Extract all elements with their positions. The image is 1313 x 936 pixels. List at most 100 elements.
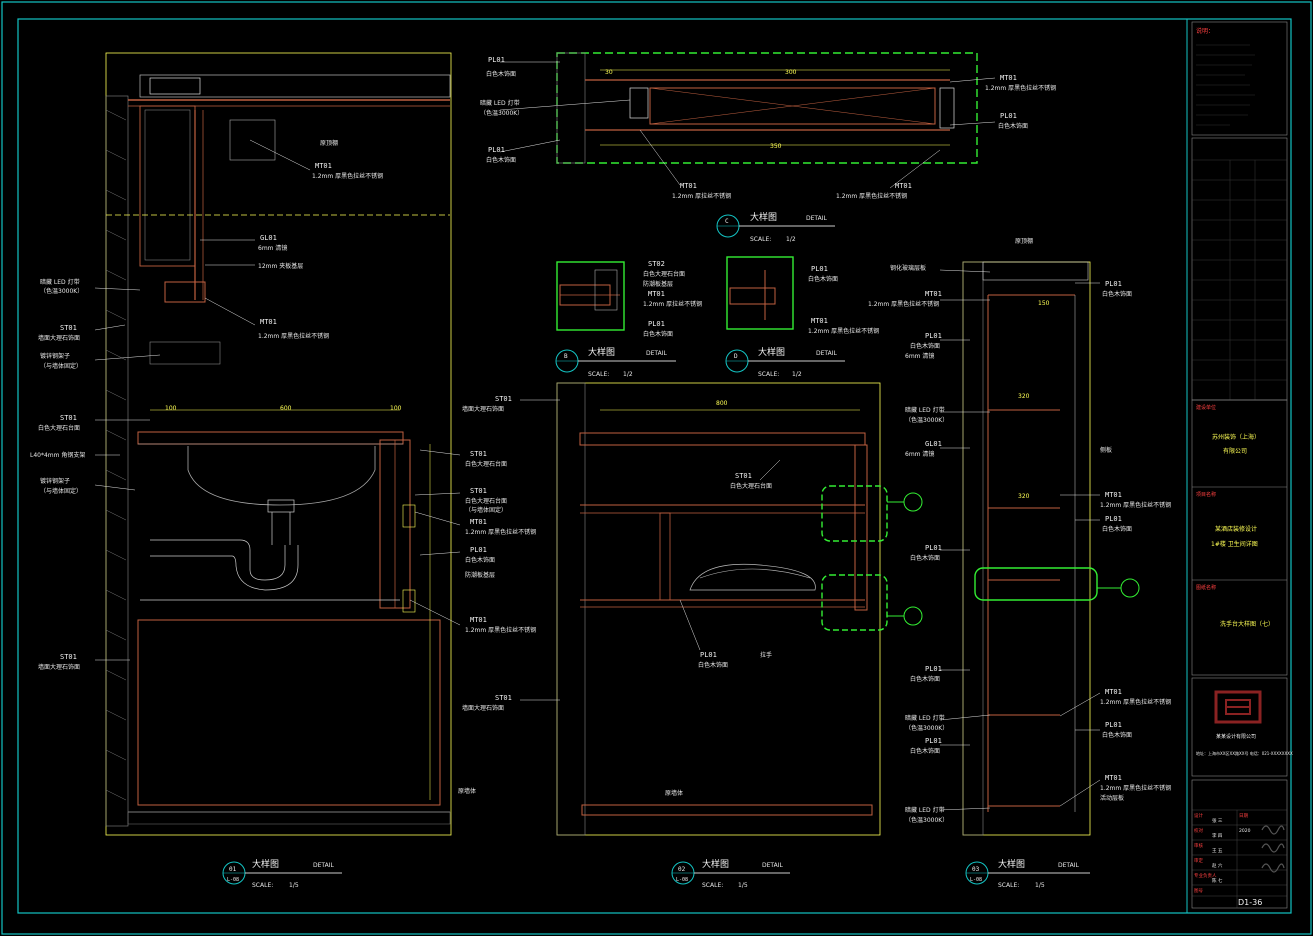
note-mt-h: 1.2mm 厚黑色拉丝不锈钢 [1100, 698, 1171, 706]
tb-drawing-title: 洗手台大样图（七） [1220, 620, 1274, 628]
note-mt-d1: 1.2mm 厚拉丝不锈钢 [643, 300, 702, 308]
signature-stamps [1261, 825, 1285, 873]
note-stone-top: 白色大理石台面 [38, 424, 80, 432]
detail-02-title-en: DETAIL [762, 862, 783, 869]
notes-title: 说明： [1196, 27, 1214, 35]
dim-100-a: 100 [165, 405, 177, 412]
note-stone-top-c: 白色大理石台面 [465, 497, 507, 505]
detail-d-scale: 1/2 [792, 371, 802, 378]
detail-c-scale-label: SCALE: [750, 236, 771, 243]
detail-01-annotations: GL01 6mm 清镜 12mm 夹板基层 MT01 1.2mm 厚黑色拉丝不锈… [30, 139, 536, 795]
note-pl-j: 白色木饰面 [910, 675, 940, 683]
tb-company-1: 苏州装饰（上海） [1212, 433, 1260, 441]
tb-val-date: 2020 [1239, 828, 1251, 834]
note-mt-c: 1.2mm 厚黑色拉丝不锈钢 [465, 626, 536, 634]
detail-c-num: C [725, 218, 729, 225]
note-wall-b: 原墙体 [665, 789, 683, 797]
detail-02-sheet: L-08 [676, 877, 688, 883]
dim-300: 300 [785, 69, 797, 76]
note-pl-l: 白色木饰面 [910, 747, 940, 755]
detail-d-drawing [726, 256, 794, 330]
tb-row-check: 校对 [1194, 827, 1203, 834]
detail-02-annotations: ST01 墙面大理石饰面 ST01 墙面大理石饰面 ST01 白色大理石台面 P… [462, 395, 772, 797]
note-mt-i: 1.2mm 厚黑色拉丝不锈钢 [1100, 784, 1171, 792]
detail-b-scale: 1/2 [623, 371, 633, 378]
note-pl-d2: 白色木饰面 [808, 275, 838, 283]
note-stone-top-b: 白色大理石台面 [465, 460, 507, 468]
detail-c-annotations: PL01 白色木饰面 暗藏 LED 灯带 （色温3000K） PL01 白色木饰… [480, 56, 1056, 200]
company-logo [1214, 690, 1262, 724]
note-stone-top-d: 白色大理石台面 [730, 482, 772, 490]
note-mt-d2: 1.2mm 厚黑色拉丝不锈钢 [808, 327, 879, 335]
tag-st02: ST02 [648, 260, 665, 268]
tag-pl01-f: PL01 [1105, 280, 1122, 288]
tag-pl01-l: PL01 [925, 737, 942, 745]
tb-row-client: 建设单位 [1196, 404, 1216, 411]
dim-150: 150 [1038, 300, 1050, 307]
dim-320-a: 320 [1018, 393, 1030, 400]
tag-mt01-c: MT01 [470, 616, 487, 624]
tag-st01-a: ST01 [60, 324, 77, 332]
note-led-d2: （色温3000K） [905, 416, 948, 424]
tag-mt01-d1: MT01 [648, 290, 665, 298]
tag-mt01-d2: MT01 [811, 317, 828, 325]
tag-mt01-g: MT01 [1105, 491, 1122, 499]
detail-01-scale: 1/5 [289, 882, 299, 889]
note-pl-g: 白色木饰面 [910, 342, 940, 350]
note-mirror-c: 6mm 清镜 [905, 450, 934, 458]
detail-b-num: B [564, 353, 568, 360]
note-stone-wall-b: 墙面大理石饰面 [38, 663, 80, 671]
detail-titles: 01 L-08 大样图 DETAIL SCALE: 1/5 02 L-08 大样… [222, 211, 1090, 889]
tag-pl01-c1: PL01 [488, 56, 505, 64]
tag-st01-c: ST01 [60, 653, 77, 661]
detail-03-num: 03 [972, 866, 980, 873]
detail-d-num: D [734, 353, 738, 360]
tag-mt01-c3: MT01 [1000, 74, 1017, 82]
note-led-e: 暗藏 LED 灯带 [905, 714, 945, 722]
note-led-e2: （色温3000K） [905, 724, 948, 732]
tag-pl01-d2: PL01 [811, 265, 828, 273]
tag-st01-b: ST01 [60, 414, 77, 422]
tb-row-design: 设计 [1194, 812, 1203, 819]
note-mt-f: 1.2mm 厚黑色拉丝不锈钢 [868, 300, 939, 308]
detail-02-scale: 1/5 [738, 882, 748, 889]
note-mt-b: 1.2mm 厚黑色拉丝不锈钢 [465, 528, 536, 536]
tb-val-check: 李 四 [1212, 832, 1223, 839]
tb-project-1: 某酒店装修设计 [1215, 525, 1257, 533]
leader-lines [94, 61, 1101, 811]
note-ceiling-b: 原顶棚 [1015, 237, 1033, 245]
note-mt-c3: 1.2mm 厚黑色拉丝不锈钢 [985, 84, 1056, 92]
note-stone-wall-c: 墙面大理石饰面 [462, 405, 504, 413]
note-stone-b: 白色大理石台面 [643, 270, 685, 278]
note-pl-f: 白色木饰面 [1102, 290, 1132, 298]
tag-mt01-c2: MT01 [895, 182, 912, 190]
tag-pl01-j: PL01 [925, 665, 942, 673]
tag-pl01-i: PL01 [925, 544, 942, 552]
tag-gl01-b: GL01 [925, 440, 942, 448]
note-led-c: 暗藏 LED 灯带 [480, 99, 520, 107]
tag-pl01-c3: PL01 [1000, 112, 1017, 120]
tag-st01-g: ST01 [495, 694, 512, 702]
note-pl-c3: 白色木饰面 [998, 122, 1028, 130]
tag-mt01-c1: MT01 [680, 182, 697, 190]
note-pl-e: 白色木饰面 [698, 661, 728, 669]
note-angle: L40*4mm 角钢支架 [30, 451, 85, 459]
note-pl-c2: 白色木饰面 [486, 156, 516, 164]
note-shelf: 活动层板 [1100, 794, 1124, 802]
tag-pl01-a: PL01 [470, 546, 487, 554]
tag-mt01-b: MT01 [470, 518, 487, 526]
tb-row-number: 图号 [1194, 888, 1203, 894]
note-ceiling-a: 原顶棚 [320, 139, 338, 147]
detail-bd-annotations: ST02 白色大理石台面 防潮板基层 MT01 1.2mm 厚拉丝不锈钢 PL0… [643, 260, 879, 338]
tag-pl01-d1: PL01 [648, 320, 665, 328]
note-fix-b: 防潮板基层 [643, 280, 673, 288]
detail-c-title: 大样图 [750, 211, 777, 223]
detail-01-title: 大样图 [252, 858, 279, 870]
tag-st01-h: ST01 [735, 472, 752, 480]
note-handle: 拉手 [760, 651, 772, 659]
note-mt-a: 1.2mm 厚黑色拉丝不锈钢 [258, 332, 329, 340]
note-steel2: （与墙体固定） [40, 362, 82, 370]
detail-d-scale-label: SCALE: [758, 371, 779, 378]
note-pl-d1: 白色木饰面 [643, 330, 673, 338]
